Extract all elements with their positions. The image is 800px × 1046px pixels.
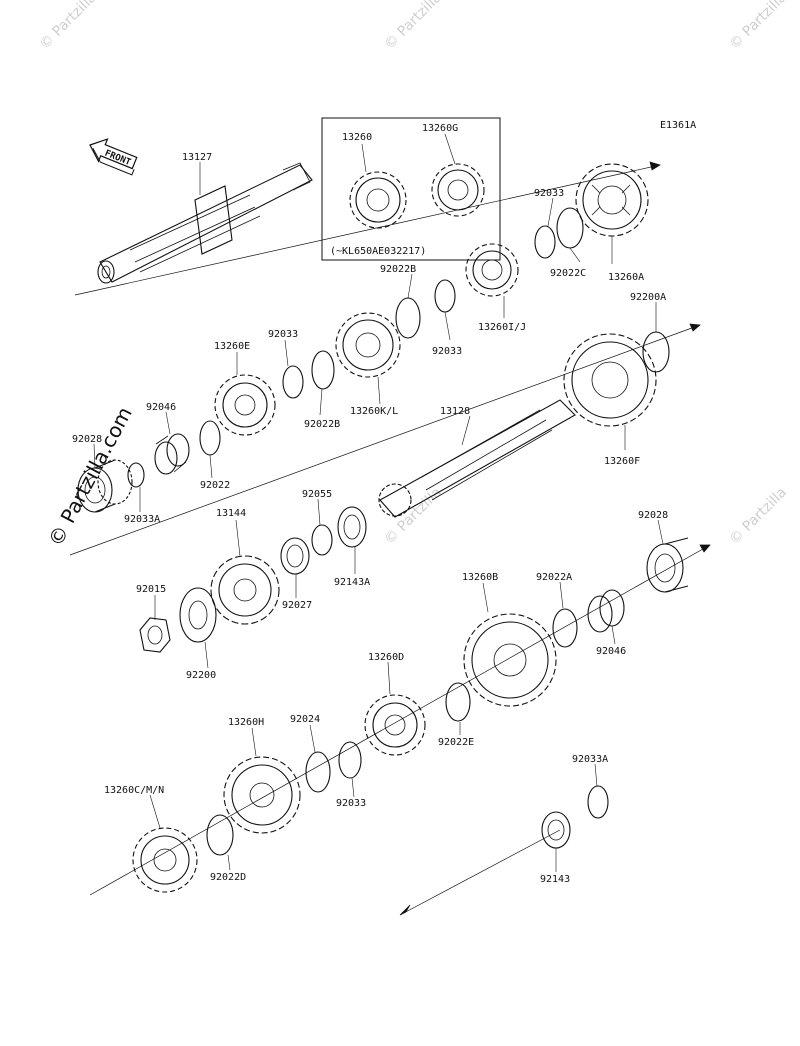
label-13260: 13260 [342,132,372,143]
label-92022B-mid: 92022B [304,419,340,430]
o-ring-92055 [311,524,333,556]
gear-13260E [214,374,276,436]
watermark-top-center: © Partzilla [382,0,445,53]
gear-13260B [463,613,557,707]
ring-92022B-top [395,297,421,339]
label-92200: 92200 [186,670,216,681]
inset-box: (~KL650AE032217) [321,117,501,261]
label-13260D: 13260D [368,652,404,663]
gear-13260IJ [465,243,519,297]
label-92024: 92024 [290,714,320,725]
label-92033-top: 92033 [534,188,564,199]
label-92022B-top: 92022B [380,264,416,275]
label-92022C: 92022C [550,268,586,279]
gear-13260CMN [132,827,198,893]
snap-ring-92033-mid [434,279,456,313]
label-92033-left: 92033 [268,329,298,340]
label-13260G: 13260G [422,123,458,134]
bearing-92046-top [154,433,190,475]
collar-92024 [305,751,331,793]
label-13260E: 13260E [214,341,250,352]
snap-ring-92033-left [282,365,304,399]
snap-ring-92033A-left [127,462,145,488]
label-92027: 92027 [282,600,312,611]
label-92046-top: 92046 [146,402,176,413]
gear-13260D [364,694,426,756]
label-92015: 92015 [136,584,166,595]
ring-92022A [552,608,578,648]
label-13127: 13127 [182,152,212,163]
label-13260CMN: 13260C/M/N [104,785,164,796]
label-92022A: 92022A [536,572,572,583]
shaft-13128 [378,399,576,518]
label-92022D: 92022D [210,872,246,883]
label-92033A-bottom: 92033A [572,754,608,765]
watermark-top-left: © Partzilla [37,0,100,53]
label-92022E: 92022E [438,737,474,748]
label-92055: 92055 [302,489,332,500]
label-92033-bottom: 92033 [336,798,366,809]
collar-92143 [541,811,571,849]
label-92143: 92143 [540,874,570,885]
gear-13260H [223,756,301,834]
ring-92200A [642,331,670,373]
part-labels: 13127 13260 13260G 92033 13260A 92022C 9… [72,123,668,885]
washer-92200 [179,587,217,643]
label-92200A: 92200A [630,292,666,303]
label-13128: 13128 [440,406,470,417]
label-13260IJ: 13260I/J [478,322,526,333]
label-92046-right: 92046 [596,646,626,657]
bearing-92028-left [77,459,133,513]
gear-13260F [563,333,657,427]
gear-13260A [575,163,649,237]
shaft-13127 [97,162,313,284]
snap-ring-92033-top [534,225,556,259]
ring-92022-left [199,420,221,456]
label-13144: 13144 [216,508,246,519]
label-92143A: 92143A [334,577,370,588]
label-13260F: 13260F [604,456,640,467]
label-13260H: 13260H [228,717,264,728]
inset-note: (~KL650AE032217) [330,246,426,257]
axis-lines [69,161,711,916]
ring-92022B-mid [311,350,335,390]
ring-92022D [206,814,234,856]
label-92028-left: 92028 [72,434,102,445]
watermark-mid-right: © Partzilla [727,484,790,547]
label-13260A: 13260A [608,272,644,283]
label-92033-mid: 92033 [432,346,462,357]
snap-ring-92033A-bottom [587,785,609,819]
gear-13260G [431,163,485,217]
nut-92015 [139,617,171,653]
ring-92022E [445,682,471,722]
front-arrow-icon: FRONT [89,138,138,176]
collar-92027 [280,537,310,575]
leader-lines [93,133,664,872]
ring-92022C [556,207,584,249]
gear-13260KL [335,312,401,378]
label-92028-right: 92028 [638,510,668,521]
label-13260B: 13260B [462,572,498,583]
label-13260KL: 13260K/L [350,406,398,417]
diagram-code: E1361A [660,120,696,131]
collar-92143A [337,506,367,548]
side-watermark: © Partzilla.com [43,403,137,551]
sprocket-13144 [210,555,280,625]
gear-13260 [349,171,407,229]
snap-ring-92033-bottom [338,741,362,779]
label-92033A-left: 92033A [124,514,160,525]
label-92022-left: 92022 [200,480,230,491]
bearing-92028-right [646,537,689,593]
watermark-top-right: © Partzilla [727,0,790,53]
